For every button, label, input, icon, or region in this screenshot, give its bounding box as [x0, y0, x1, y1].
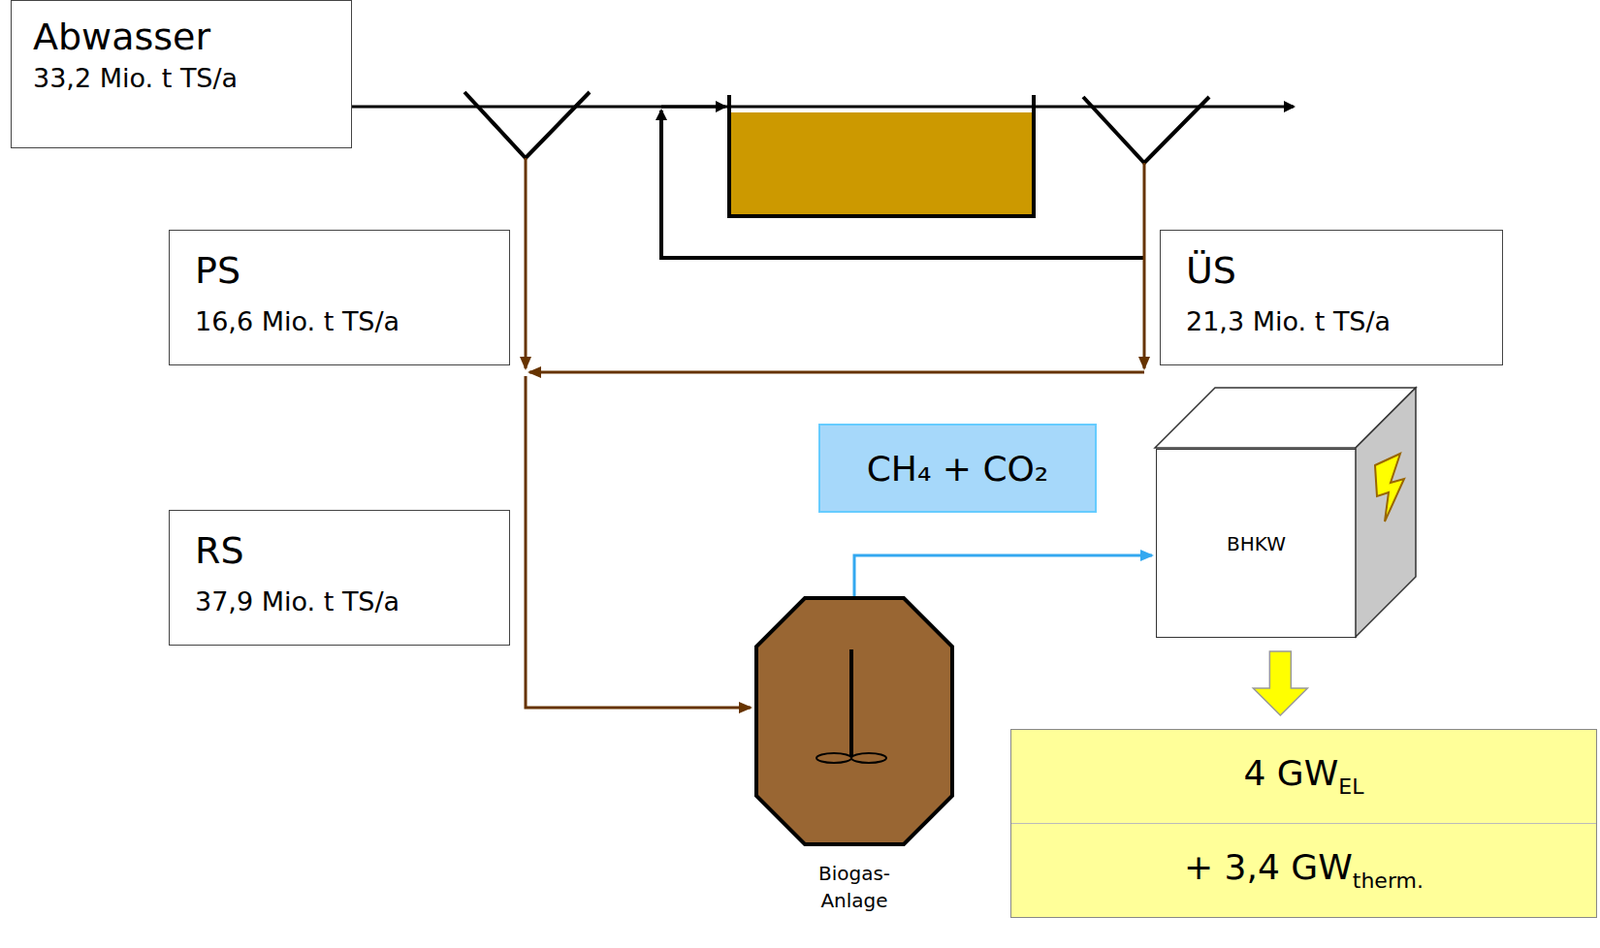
chp-unit: BHKW	[1155, 448, 1357, 639]
output-row: 4 GWEL	[1011, 730, 1597, 824]
secondary-clarifier	[1083, 96, 1210, 163]
lightning-symbol	[1375, 453, 1405, 522]
box-title: Abwasser	[32, 14, 330, 62]
gas-label: CH₄ + CO₂	[866, 448, 1050, 489]
excess-sludge-line	[1143, 162, 1147, 369]
primary-sludge-line	[524, 158, 528, 369]
box-title: ÜS	[1185, 248, 1477, 295]
output-row: + 3,4 GWtherm.	[1011, 823, 1597, 918]
unit-label: BHKW	[1226, 532, 1286, 556]
source-box: Abwasser33,2 Mio. t TS/a	[10, 0, 352, 149]
chp-cube-faces	[1154, 448, 1165, 458]
stirrer-shaft	[849, 649, 854, 757]
sludge-box: PS 16,6 Mio. t TS/a	[168, 229, 511, 366]
quantity-label: 33,2 Mio. t TS/a	[32, 61, 330, 96]
biogas-box: CH₄ + CO₂	[818, 423, 1097, 513]
power-value: + 3,4 GW	[1184, 847, 1353, 888]
flow-connector	[1252, 651, 1308, 716]
return-sludge-line	[661, 110, 1145, 258]
aeration-tank-wall	[729, 95, 1034, 217]
box-title: PS	[194, 248, 484, 295]
quantity-label: 37,9 Mio. t TS/a	[194, 584, 484, 619]
digester-shape	[754, 596, 955, 847]
wastewater-line	[352, 105, 1294, 109]
aeration-tank-fill	[729, 112, 1032, 215]
primary-clarifier	[464, 92, 590, 159]
sludge-box: ÜS 21,3 Mio. t TS/a	[1159, 229, 1504, 366]
output-box: 4 GWEL+ 3,4 GWtherm.	[1010, 729, 1598, 919]
flow-connector	[525, 376, 751, 708]
digester: Biogas- Anlage	[754, 596, 955, 847]
digester-label: Biogas- Anlage	[800, 860, 909, 915]
power-subscript: therm.	[1352, 868, 1424, 894]
power-value: 4 GW	[1243, 753, 1339, 794]
box-title: RS	[194, 528, 484, 576]
quantity-label: 21,3 Mio. t TS/a	[1185, 304, 1477, 339]
quantity-label: 16,6 Mio. t TS/a	[194, 304, 484, 339]
excess-sludge-line	[529, 371, 1145, 375]
inflow-arrow	[661, 105, 726, 109]
flow-connector	[854, 555, 1152, 597]
sludge-box: RS 37,9 Mio. t TS/a	[168, 510, 511, 646]
power-subscript: EL	[1338, 774, 1364, 800]
